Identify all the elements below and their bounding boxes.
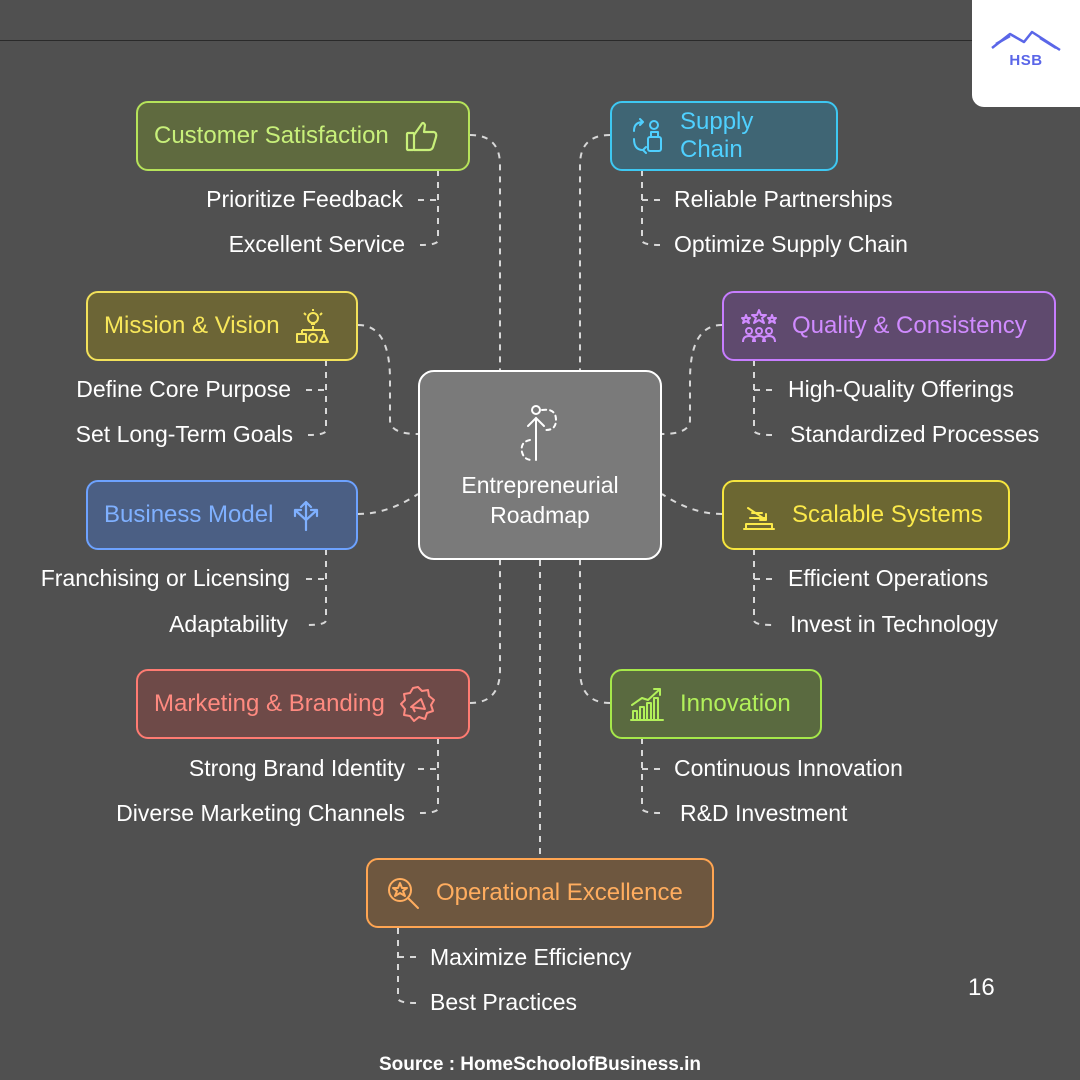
list-item: Strong Brand Identity <box>188 755 405 781</box>
list-item: High-Quality Offerings <box>788 376 1014 402</box>
node-title: Operational Excellence <box>436 879 683 906</box>
list-item: Set Long-Term Goals <box>75 421 293 447</box>
list-item: Excellent Service <box>228 231 405 257</box>
node-mission-vision[interactable]: Mission & Vision <box>86 291 358 361</box>
source-credit: Source : HomeSchoolofBusiness.in <box>379 1054 701 1075</box>
scaling-stack-icon <box>740 496 778 534</box>
node-marketing-branding[interactable]: Marketing & Branding <box>136 669 470 739</box>
roadmap-path-icon <box>520 405 558 461</box>
list-item: Continuous Innovation <box>674 755 903 781</box>
list-item: Diverse Marketing Channels <box>116 800 405 826</box>
list-item: R&D Investment <box>680 800 848 826</box>
list-item: Invest in Technology <box>790 611 998 637</box>
list-item: Best Practices <box>430 989 577 1015</box>
supply-cycle-icon <box>628 117 666 155</box>
search-star-icon <box>384 874 422 912</box>
node-title: Business Model <box>104 501 274 528</box>
node-title: Scalable Systems <box>792 501 983 528</box>
megaphone-badge-icon <box>399 685 437 723</box>
list-item: Efficient Operations <box>788 565 989 591</box>
list-item: Prioritize Feedback <box>206 186 403 212</box>
lightbulb-shapes-icon <box>294 307 332 345</box>
node-innovation[interactable]: Innovation <box>610 669 822 739</box>
list-item: Define Core Purpose <box>76 376 291 402</box>
center-title-line2: Roadmap <box>490 502 590 528</box>
node-supply-chain[interactable]: Supply Chain <box>610 101 838 171</box>
node-title: Marketing & Branding <box>154 690 385 717</box>
node-title: Quality & Consistency <box>792 312 1027 339</box>
quality-stars-icon <box>740 307 778 345</box>
page-number: 16 <box>968 974 995 1001</box>
house-roof-icon <box>991 30 1061 52</box>
node-customer-satisfaction[interactable]: Customer Satisfaction <box>136 101 470 171</box>
hsb-logo: HSB <box>972 0 1080 107</box>
logo-text: HSB <box>1009 52 1043 69</box>
list-item: Maximize Efficiency <box>430 944 632 970</box>
node-title: Innovation <box>680 690 791 717</box>
node-title: Supply Chain <box>680 108 754 163</box>
list-item: Reliable Partnerships <box>674 186 893 212</box>
node-operational-excellence[interactable]: Operational Excellence <box>366 858 714 928</box>
node-title: Mission & Vision <box>104 312 280 339</box>
branching-arrows-icon <box>287 496 325 534</box>
node-title: Customer Satisfaction <box>154 122 389 149</box>
node-scalable-systems[interactable]: Scalable Systems <box>722 480 1010 550</box>
list-item: Adaptability <box>169 611 288 637</box>
node-quality-consistency[interactable]: Quality & Consistency <box>722 291 1056 361</box>
list-item: Franchising or Licensing <box>40 565 290 591</box>
center-title-line1: Entrepreneurial <box>461 472 619 498</box>
center-node-entrepreneurial-roadmap[interactable]: Entrepreneurial Roadmap <box>418 370 662 560</box>
thumbs-up-icon <box>403 117 441 155</box>
growth-chart-icon <box>628 685 666 723</box>
list-item: Optimize Supply Chain <box>674 231 908 257</box>
node-business-model[interactable]: Business Model <box>86 480 358 550</box>
top-divider <box>0 40 1080 41</box>
list-item: Standardized Processes <box>790 421 1040 447</box>
